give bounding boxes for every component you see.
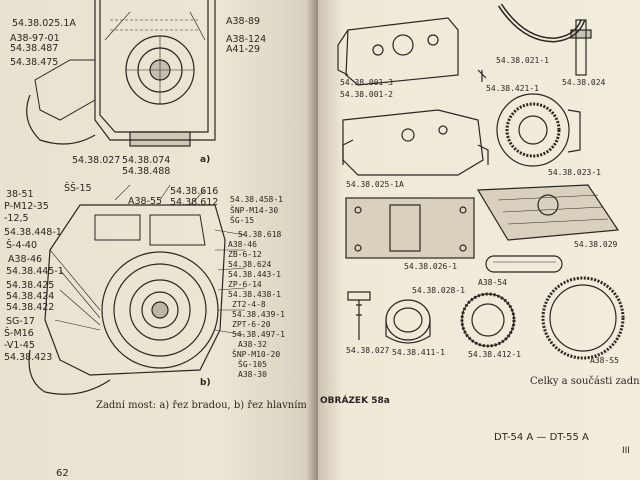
gear-wheel-drawing [460,292,516,348]
part-label: 54.38.448-1 [4,227,62,238]
part-label: ŠNP-M14-30 [230,206,279,215]
part-label: 54.38.023-1 [548,168,601,177]
part-label: ŠG-15 [230,216,255,225]
right-page-drawings [337,3,625,360]
bearing-drawing [496,93,581,167]
left-page: 54.38.025.1A A38-97-01 54.38.487 54.38.4… [0,0,318,480]
axle-housing-drawing [342,109,489,176]
part-label: A38-55 [128,196,163,207]
part-label: 38-51 [6,189,34,200]
plate-drawing [345,197,475,259]
part-label: 54.38.439-1 [232,310,285,319]
screw-drawing [477,69,487,82]
part-label: ZT2-4-8 [232,300,266,309]
part-label: 54.38.001-2 [340,90,393,99]
part-label: P-M12-35 [4,201,49,212]
part-label: 54.38.021-1 [496,56,549,65]
part-label: 54.38.026-1 [404,262,457,271]
tube-drawing [485,255,563,273]
part-label: Š-M16 [4,328,34,339]
part-label: 54.38.028-1 [412,286,465,295]
part-label: 54.38.475 [10,57,59,68]
main-gear-section-drawing [28,184,246,395]
part-label: 54.38.487 [10,43,59,54]
part-label: SG-17 [6,316,35,327]
shaft-drawing [570,19,592,76]
figure-caption: Zadní most: a) řez bradou, b) řez hlavní… [96,400,306,411]
figure-caption: Celky a součásti zadního [530,376,640,387]
part-label: A38-30 [238,370,267,379]
part-label: 54.38.027 [346,346,390,355]
part-label: 54.38.497-1 [232,330,285,339]
perforated-plate-drawing [476,184,620,241]
part-label: A38-46 [8,254,43,265]
part-label: ZB-6-12 [228,250,262,259]
part-label: 54.38.029 [574,240,618,249]
part-label: 54.38.624 [228,260,272,269]
part-label: ŠG-105 [238,360,267,369]
part-label: 54.38.424 [6,291,55,302]
part-label: 54.38.438-1 [228,290,281,299]
part-label: 54.38.001-3 [340,78,393,87]
part-label: 54.38.024 [562,78,606,87]
right-page: 54.38.001-3 54.38.001-2 54.38.421-1 54.3… [318,0,640,480]
subfigure-label-a: a) [200,155,211,165]
footer-marks: III [622,446,630,456]
part-label: A38-89 [226,16,261,27]
part-label: 54.38.616 [170,186,219,197]
part-label: 54.38.423 [4,352,53,363]
figure-title: OBRÁZEK 58a [320,396,390,406]
subfigure-label-b: b) [200,378,211,388]
housing-part-drawing [337,17,459,86]
rear-axle-section-drawing [26,0,216,147]
part-label: A38-S5 [590,356,619,365]
valve-drawing [347,291,371,340]
part-label: ZP-6-14 [228,280,262,289]
part-label: 54.38.027 [72,155,121,166]
part-label: 54.38.445-1 [6,266,64,277]
part-label: ŠŠ-15 [64,183,92,194]
part-label: A38-97-01 [10,33,60,44]
part-label: ŠNP-M10-20 [232,350,281,359]
part-label: 54.38.025.1A [12,18,76,29]
part-label: 54.38.074 [122,155,171,166]
part-label: 54.38.488 [122,166,171,177]
part-label: A38-32 [238,340,267,349]
part-label: ZPT-6-20 [232,320,271,329]
part-label: A38-124 [226,34,267,45]
part-label: A38-54 [478,278,507,287]
page-number: 62 [56,468,69,479]
part-label: 54.38.421-1 [486,84,539,93]
part-label: -V1-45 [4,340,35,351]
part-label: A41-29 [226,44,261,55]
part-label: Š-4-40 [6,240,38,251]
part-label: 54.38.025-1A [346,180,404,189]
page-footer: DT-54 A — DT-55 A [494,432,589,443]
part-label: 54.38.458-1 [230,195,283,204]
part-label: 54.38.612 [170,197,219,208]
ring-drawing [385,299,431,344]
ring-gear-drawing [541,276,625,360]
left-page-drawings [26,0,246,395]
part-label: 54.38.443-1 [228,270,281,279]
part-label: 54.38.422 [6,302,55,313]
part-label: 54.38.412-1 [468,350,521,359]
part-label: 54.38.425 [6,280,55,291]
part-label: 54.38.411-1 [392,348,445,357]
part-label: 54.38.618 [238,230,282,239]
part-label: -12,5 [4,213,29,224]
part-label: A38-46 [228,240,257,249]
